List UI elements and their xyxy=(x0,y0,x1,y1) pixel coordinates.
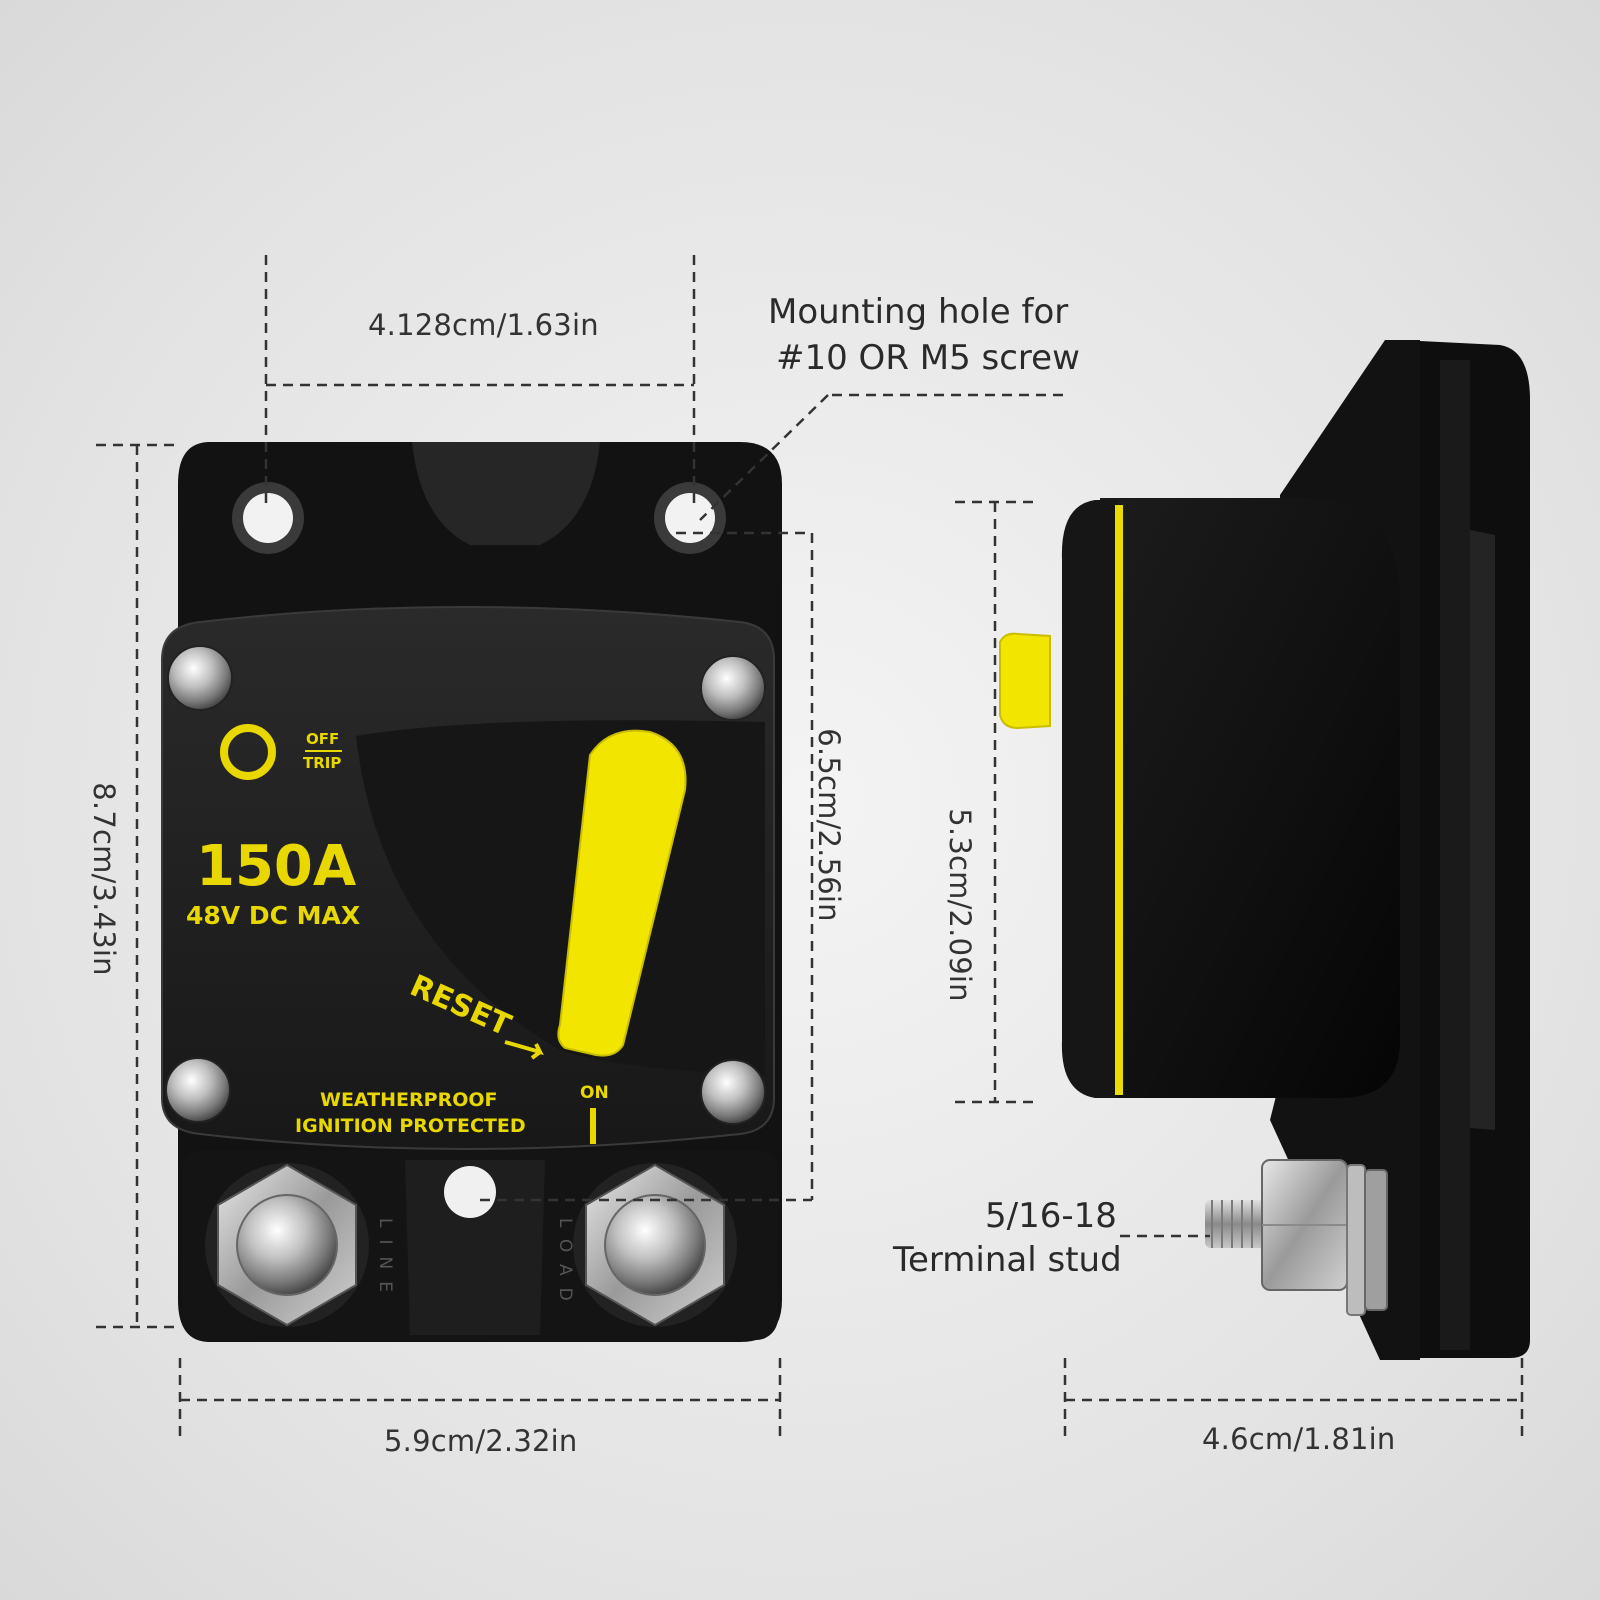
screw-top-left xyxy=(167,645,233,711)
stud-note-line1: 5/16-18 xyxy=(985,1196,1117,1236)
reset-lever xyxy=(557,729,687,1057)
stud-note-line2: Terminal stud xyxy=(893,1240,1122,1280)
center-divider xyxy=(405,1160,545,1335)
screw-bottom-left xyxy=(165,1057,231,1123)
dim-height-side: 5.3cm/2.09in xyxy=(943,808,977,1002)
rating-label: 150A xyxy=(196,834,357,899)
screw-top-right xyxy=(700,655,766,721)
center-hole xyxy=(444,1166,496,1218)
dim-depth-side: 4.6cm/1.81in xyxy=(1202,1422,1396,1456)
line-terminal xyxy=(205,1163,369,1327)
dim-height-total: 8.7cm/3.43in xyxy=(87,782,121,976)
mount-note-line1: Mounting hole for xyxy=(768,292,1069,332)
weatherproof-label: WEATHERPROOF xyxy=(320,1089,497,1111)
off-trip-indicator xyxy=(220,724,276,780)
side-yellow-stripe xyxy=(1115,505,1123,1095)
side-body xyxy=(1100,498,1400,1098)
dim-height-body: 6.5cm/2.56in xyxy=(812,728,846,922)
top-notch xyxy=(412,442,600,545)
side-face xyxy=(1061,500,1118,1098)
screw-bottom-right xyxy=(700,1059,766,1125)
dim-width-front: 5.9cm/2.32in xyxy=(384,1424,578,1458)
load-terminal xyxy=(573,1163,737,1327)
on-label: ON xyxy=(580,1083,609,1103)
side-lever xyxy=(999,632,1051,730)
reset-arrow xyxy=(504,1040,544,1060)
dim-hole-spacing: 4.128cm/1.63in xyxy=(368,308,599,342)
trip-label: TRIP xyxy=(303,754,341,772)
dimension-lines xyxy=(96,255,1524,1442)
load-label: LOAD xyxy=(555,1218,575,1313)
voltage-label: 48V DC MAX xyxy=(186,901,360,930)
on-mark xyxy=(590,1108,596,1144)
side-view xyxy=(999,340,1530,1360)
line-label: LINE xyxy=(375,1218,395,1304)
side-terminal-stud xyxy=(1205,1159,1388,1316)
front-view: OFF TRIP 150A 48V DC MAX RESET ON WEATHE… xyxy=(161,442,782,1342)
mount-note-line2: #10 OR M5 screw xyxy=(776,338,1080,378)
ignition-label: IGNITION PROTECTED xyxy=(295,1115,526,1137)
off-label: OFF xyxy=(306,730,339,748)
